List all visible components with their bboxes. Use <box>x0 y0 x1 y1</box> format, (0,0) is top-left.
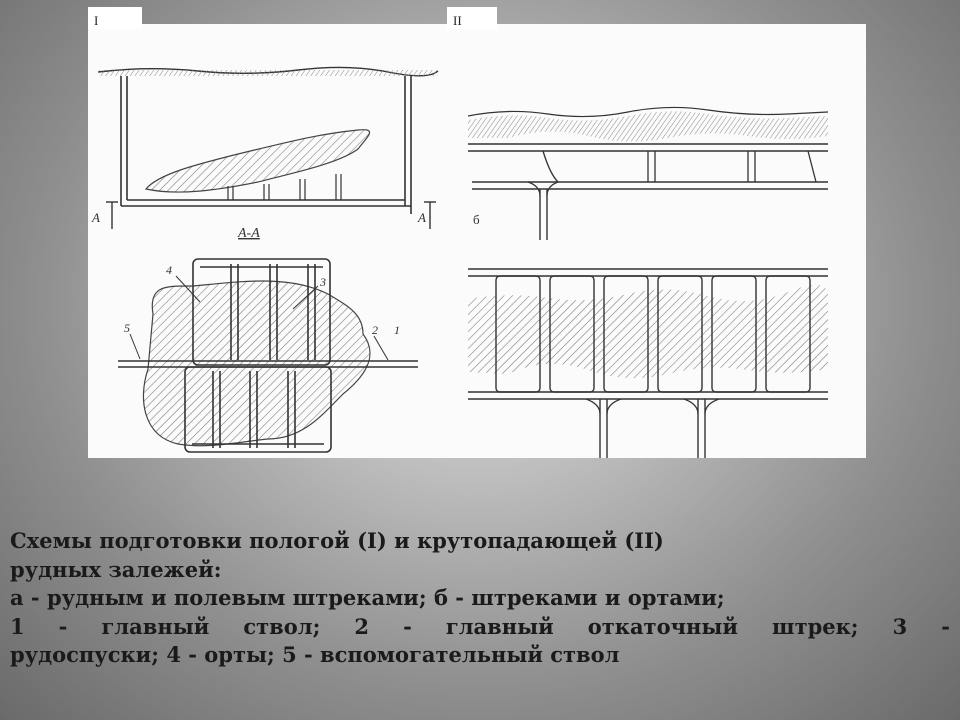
drift-bottom-ii <box>468 391 828 400</box>
callout-leader-3 <box>292 285 319 310</box>
panel-ii-upper <box>467 106 829 240</box>
section-marker-left: А <box>91 210 100 225</box>
ore-body-i <box>144 129 371 193</box>
callout-5: 5 <box>124 321 130 335</box>
drift-top-ii <box>468 268 828 277</box>
figure-sheet: А А А-А 4 3 5 2 1 <box>88 24 866 458</box>
upper-crosscuts-i <box>192 258 331 366</box>
section-label: А-А <box>237 226 260 241</box>
panel-label-ii: II <box>447 7 497 29</box>
label-b: б <box>473 212 480 227</box>
caption-line-1: Схемы подготовки пологой (I) и крутопада… <box>10 528 664 553</box>
panel-i-plan <box>118 258 418 453</box>
callout-leader-4 <box>175 275 201 303</box>
figure-caption: Схемы подготовки пологой (I) и крутопада… <box>10 527 950 670</box>
panel-label-i: I <box>88 7 142 29</box>
shafts-ii-lower <box>599 399 706 458</box>
caption-line-2: рудных залежей: <box>10 556 222 582</box>
crosscuts-ii-lower <box>495 275 811 393</box>
callout-leader-2 <box>373 335 389 361</box>
ventilation-drift-ii <box>468 143 828 152</box>
ore-passes-i <box>227 174 342 200</box>
caption-line-5: рудоспуски; 4 - орты; 5 - вспомогательны… <box>10 642 620 667</box>
raises-ii-upper <box>542 150 817 183</box>
shaft-ii-upper <box>539 189 548 240</box>
callout-1: 1 <box>394 323 400 337</box>
haulage-drift-ii <box>472 181 828 190</box>
panel-i-section <box>97 66 439 229</box>
ore-body-plan-i <box>142 280 371 447</box>
caption-line-3: а - рудным и полевым штреками; б - штрек… <box>10 585 725 610</box>
caption-line-4: 1 - главный ствол; 2 - главный откаточны… <box>10 613 950 639</box>
section-marker-right: А <box>417 210 426 225</box>
ground-hatch-i <box>98 70 438 76</box>
callout-4: 4 <box>166 263 172 277</box>
ground-surface-ii <box>467 106 829 118</box>
callout-leader-5 <box>129 333 141 360</box>
callout-3: 3 <box>319 275 326 289</box>
mine-schemes-drawing: А А А-А 4 3 5 2 1 <box>91 66 829 458</box>
callout-2: 2 <box>372 323 378 337</box>
ore-layer-ii-upper <box>468 111 828 142</box>
panel-ii-lower <box>468 268 828 458</box>
